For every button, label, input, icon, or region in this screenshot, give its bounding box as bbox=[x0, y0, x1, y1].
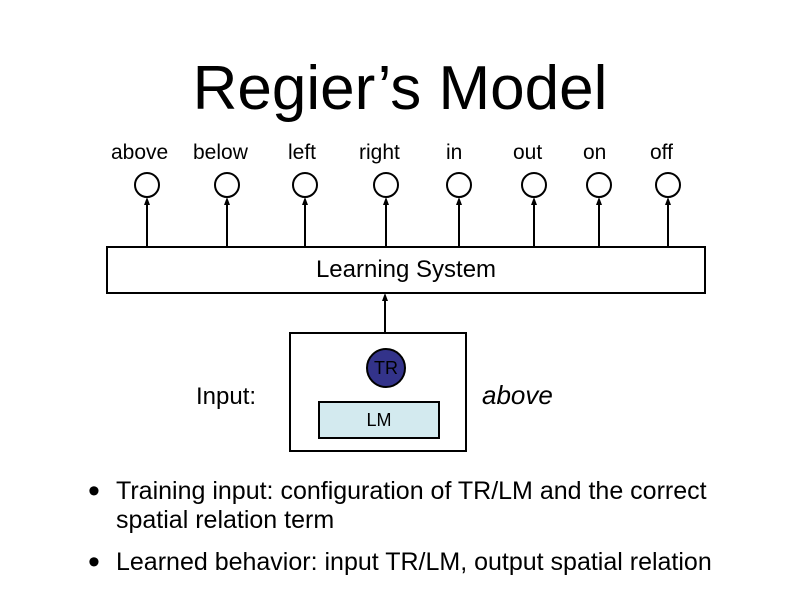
output-node-right bbox=[373, 172, 399, 198]
output-label-left: left bbox=[288, 141, 317, 164]
output-node-below bbox=[214, 172, 240, 198]
landmark-label: LM bbox=[366, 409, 392, 430]
trajector-node: TR bbox=[366, 348, 406, 388]
output-node-above bbox=[134, 172, 160, 198]
bullet-item: • Learned behavior: input TR/LM, output … bbox=[88, 543, 766, 581]
relation-output-word: above bbox=[482, 380, 553, 410]
input-label: Input: bbox=[196, 383, 257, 410]
output-label-in: in bbox=[446, 141, 463, 164]
output-label-out: out bbox=[513, 141, 543, 164]
output-node-in bbox=[446, 172, 472, 198]
output-node-out bbox=[521, 172, 547, 198]
output-label-right: right bbox=[359, 141, 400, 164]
bullet-item: • Training input: configuration of TR/LM… bbox=[88, 472, 766, 535]
output-node-off bbox=[655, 172, 681, 198]
output-node-left bbox=[292, 172, 318, 198]
trajector-label: TR bbox=[374, 357, 398, 378]
learning-system-box: Learning System bbox=[106, 246, 706, 294]
output-label-off: off bbox=[650, 141, 673, 164]
bullet-dot-icon: • bbox=[88, 543, 100, 581]
output-label-on: on bbox=[583, 141, 607, 164]
learning-system-label: Learning System bbox=[315, 256, 497, 283]
slide-title: Regier’s Model bbox=[192, 54, 608, 123]
bullet-text: Training input: configuration of TR/LM a… bbox=[116, 477, 707, 534]
input-frame bbox=[289, 332, 467, 452]
bullet-dot-icon: • bbox=[88, 472, 100, 510]
output-label-below: below bbox=[193, 141, 248, 164]
output-node-on bbox=[586, 172, 612, 198]
output-label-above: above bbox=[111, 141, 169, 164]
landmark-box: LM bbox=[318, 401, 440, 439]
bullet-text: Learned behavior: input TR/LM, output sp… bbox=[116, 548, 712, 576]
